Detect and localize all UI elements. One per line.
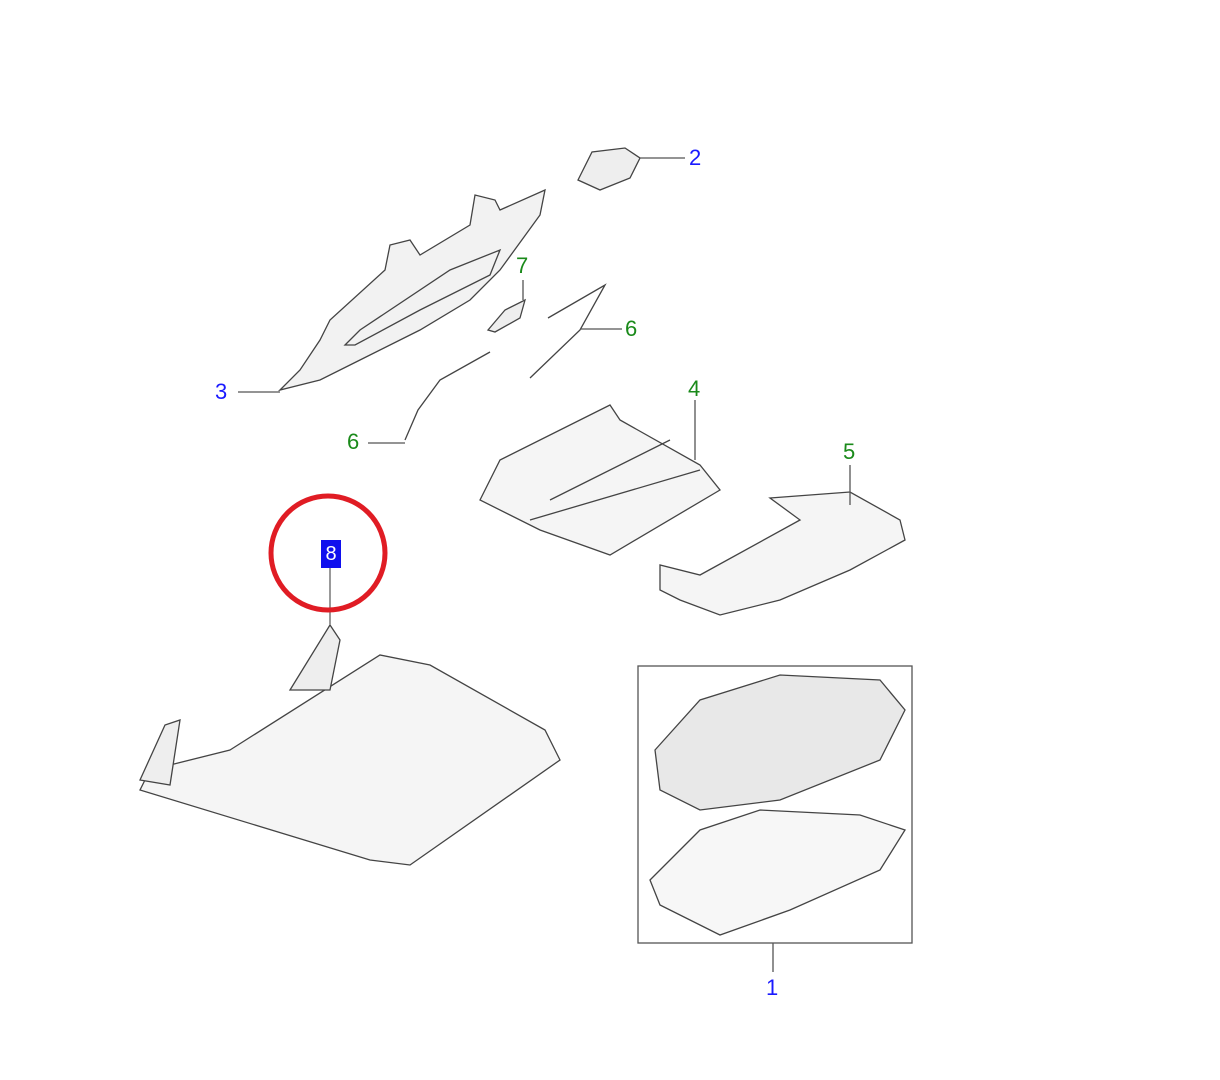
callout-1[interactable]: 1 [766,975,779,1000]
part-6-lower [404,351,491,441]
callout-3[interactable]: 3 [215,379,228,404]
part-1-box [637,665,913,944]
callout-7[interactable]: 7 [516,253,529,278]
part-6-upper [529,283,607,379]
highlight-circle [268,493,388,613]
part-5 [659,491,906,616]
part-1-frame [654,674,906,811]
part-8 [139,654,561,866]
callout-4[interactable]: 4 [688,376,701,401]
part-1-lens [649,809,906,936]
part-3 [277,188,546,392]
callout-6[interactable]: 6 [625,316,638,341]
callout-2[interactable]: 2 [689,145,702,170]
callout-5[interactable]: 5 [843,439,856,464]
part-4 [479,404,721,556]
callout-8-selected[interactable]: 8 [321,540,341,568]
part-2 [577,147,641,191]
part-7 [486,298,527,333]
callout-6[interactable]: 6 [347,429,360,454]
